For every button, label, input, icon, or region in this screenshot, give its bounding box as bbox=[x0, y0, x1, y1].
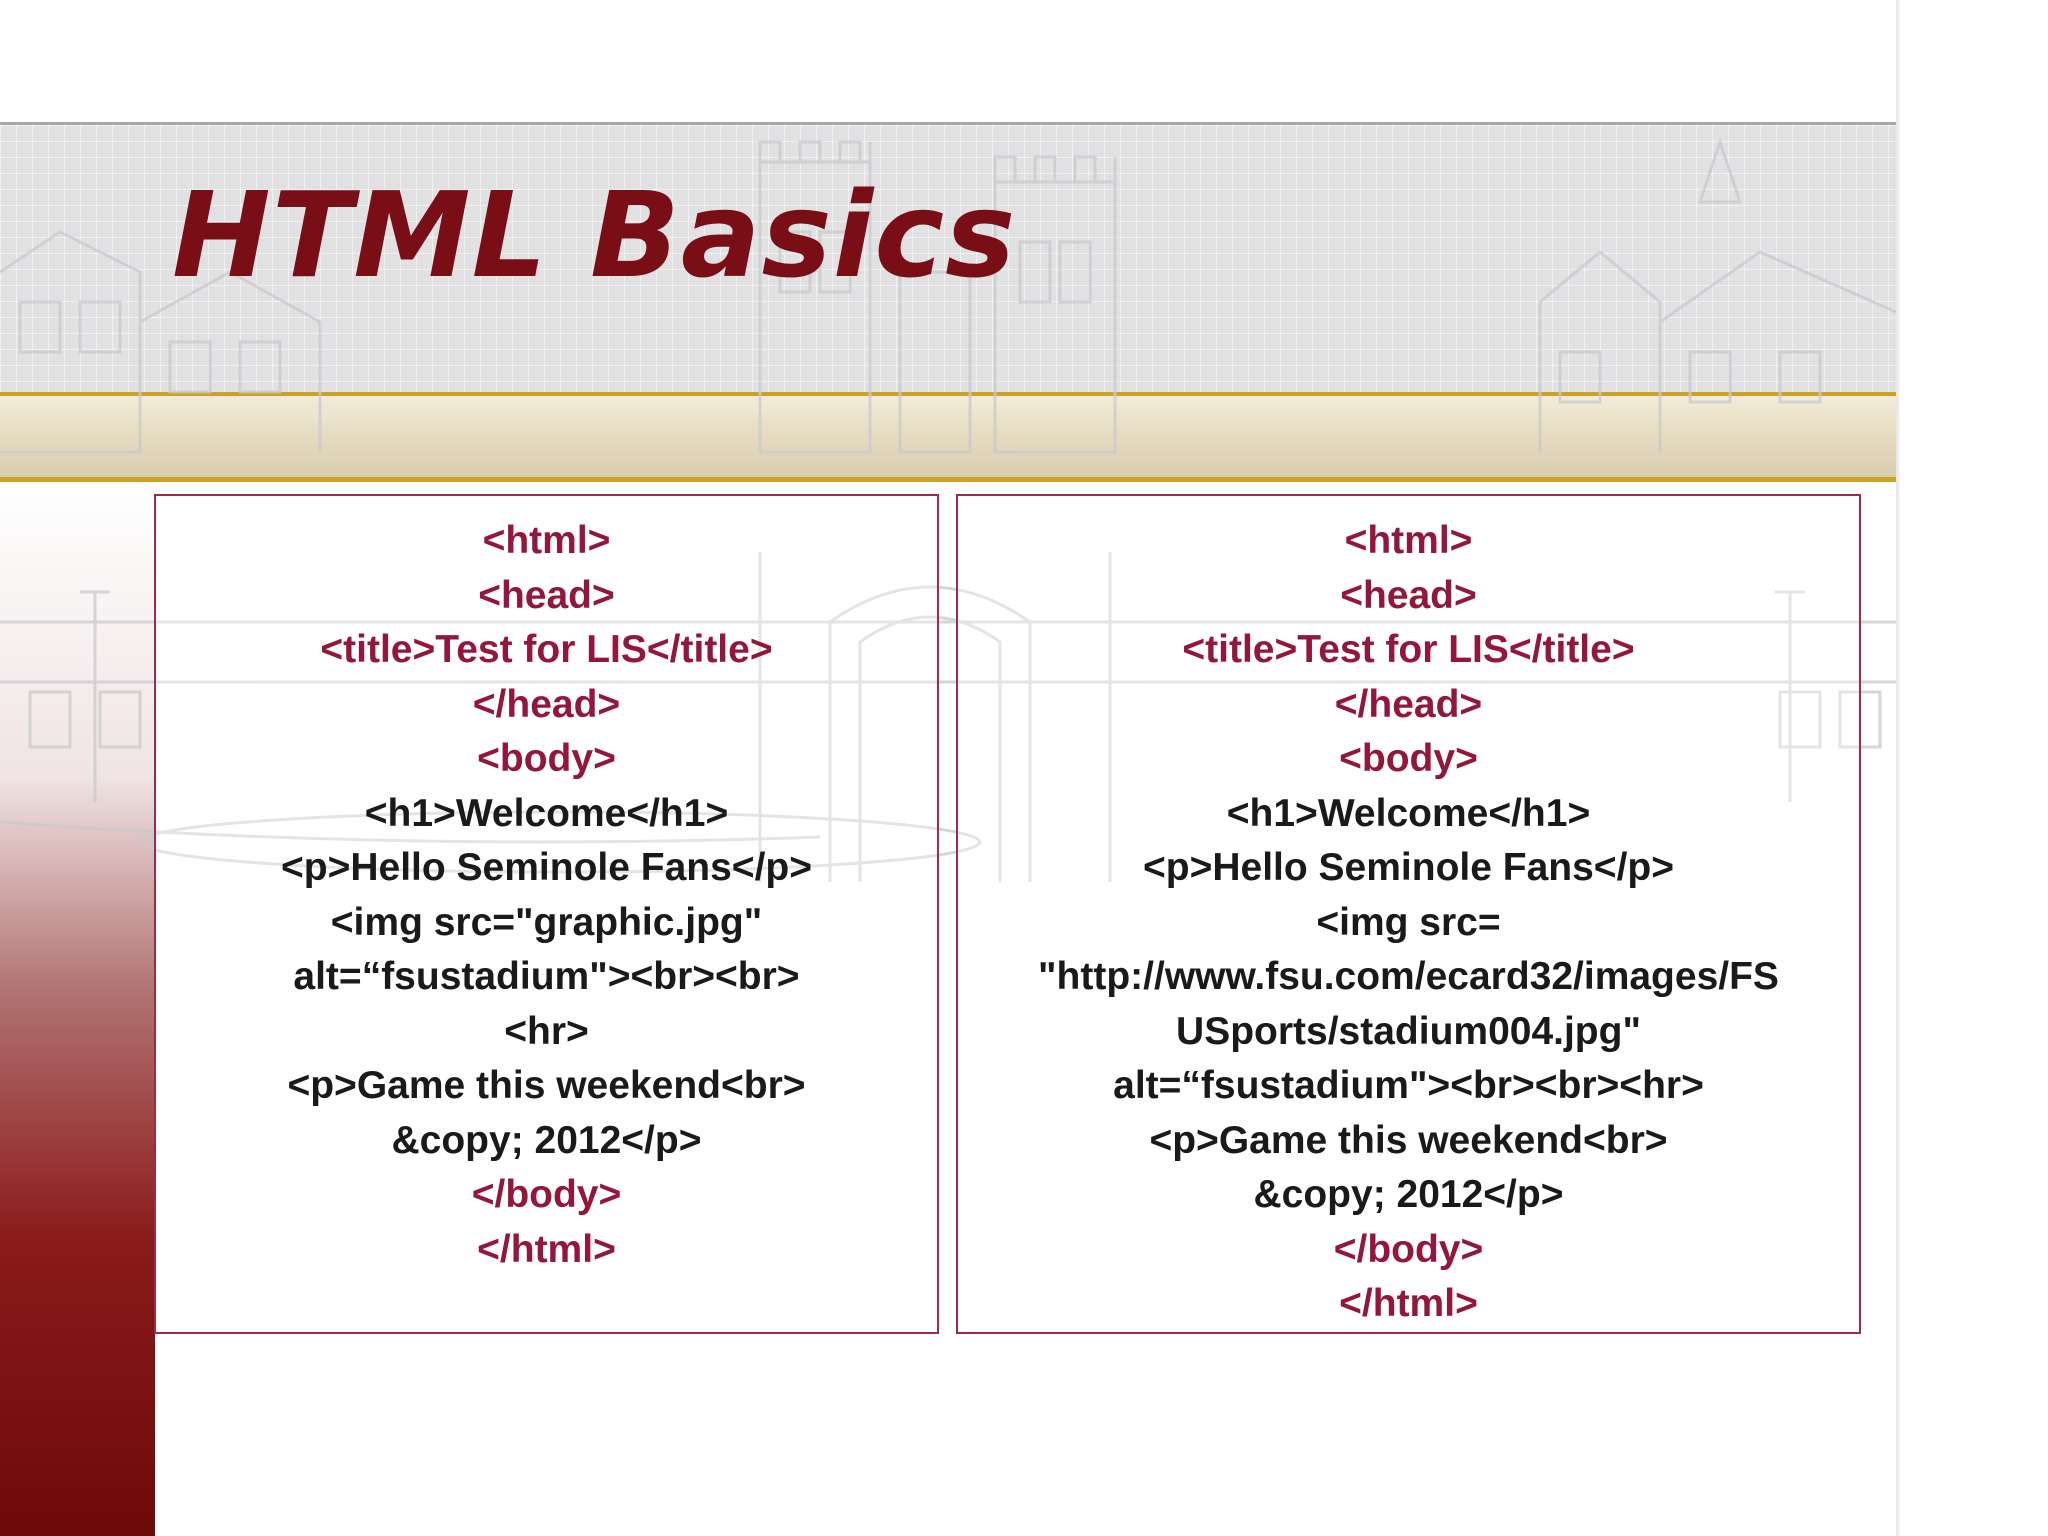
code-line: <body> bbox=[1339, 737, 1478, 780]
code-line: <body> bbox=[477, 737, 616, 780]
code-line: <p>Hello Seminole Fans</p> bbox=[1142, 846, 1674, 889]
code-line: <hr> bbox=[504, 1009, 589, 1053]
code-line: alt=“fsustadium"><br><br><hr> bbox=[1113, 1064, 1704, 1107]
code-line: </head> bbox=[1334, 682, 1483, 726]
code-line: </html> bbox=[1339, 1282, 1478, 1325]
code-line: &copy; 2012</p> bbox=[1253, 1173, 1564, 1216]
building-sketch-illustration bbox=[0, 137, 1896, 882]
code-line: &copy; 2012</p> bbox=[391, 1118, 702, 1162]
code-line: <head> bbox=[1340, 573, 1477, 617]
code-line: <h1>Welcome</h1> bbox=[364, 791, 729, 835]
slide-title: HTML Basics bbox=[172, 166, 1017, 304]
code-line: alt=“fsustadium"><br><br> bbox=[293, 955, 800, 998]
right-edge bbox=[1896, 0, 1900, 1536]
code-line: <img src= bbox=[1316, 900, 1501, 944]
code-line: <p>Game this weekend<br> bbox=[287, 1064, 806, 1107]
sidebar-gradient bbox=[0, 480, 155, 1536]
code-box-relative-path: <html> <head> <title>Test for LIS</title… bbox=[154, 494, 939, 1334]
code-line: <h1>Welcome</h1> bbox=[1226, 791, 1591, 835]
code-line: </html> bbox=[477, 1227, 616, 1271]
code-line: <p>Game this weekend<br> bbox=[1149, 1118, 1668, 1162]
code-line: <title>Test for LIS</title> bbox=[320, 628, 773, 671]
code-line: </head> bbox=[472, 682, 621, 726]
code-line: </body> bbox=[1333, 1227, 1484, 1271]
code-line: <head> bbox=[478, 573, 615, 617]
title-band bbox=[0, 122, 1896, 395]
code-line: "http://www.fsu.com/ecard32/images/FS bbox=[1038, 955, 1779, 998]
code-line: <img src="graphic.jpg" bbox=[330, 900, 763, 944]
code-line: </body> bbox=[471, 1173, 622, 1216]
code-line: <html> bbox=[482, 519, 611, 562]
gold-rule-band bbox=[0, 392, 1896, 482]
code-line: USports/stadium004.jpg" bbox=[1176, 1009, 1641, 1053]
code-line: <p>Hello Seminole Fans</p> bbox=[280, 846, 812, 889]
code-line: <title>Test for LIS</title> bbox=[1182, 628, 1635, 671]
code-box-absolute-url: <html> <head> <title>Test for LIS</title… bbox=[956, 494, 1861, 1334]
code-line: <html> bbox=[1344, 519, 1473, 562]
